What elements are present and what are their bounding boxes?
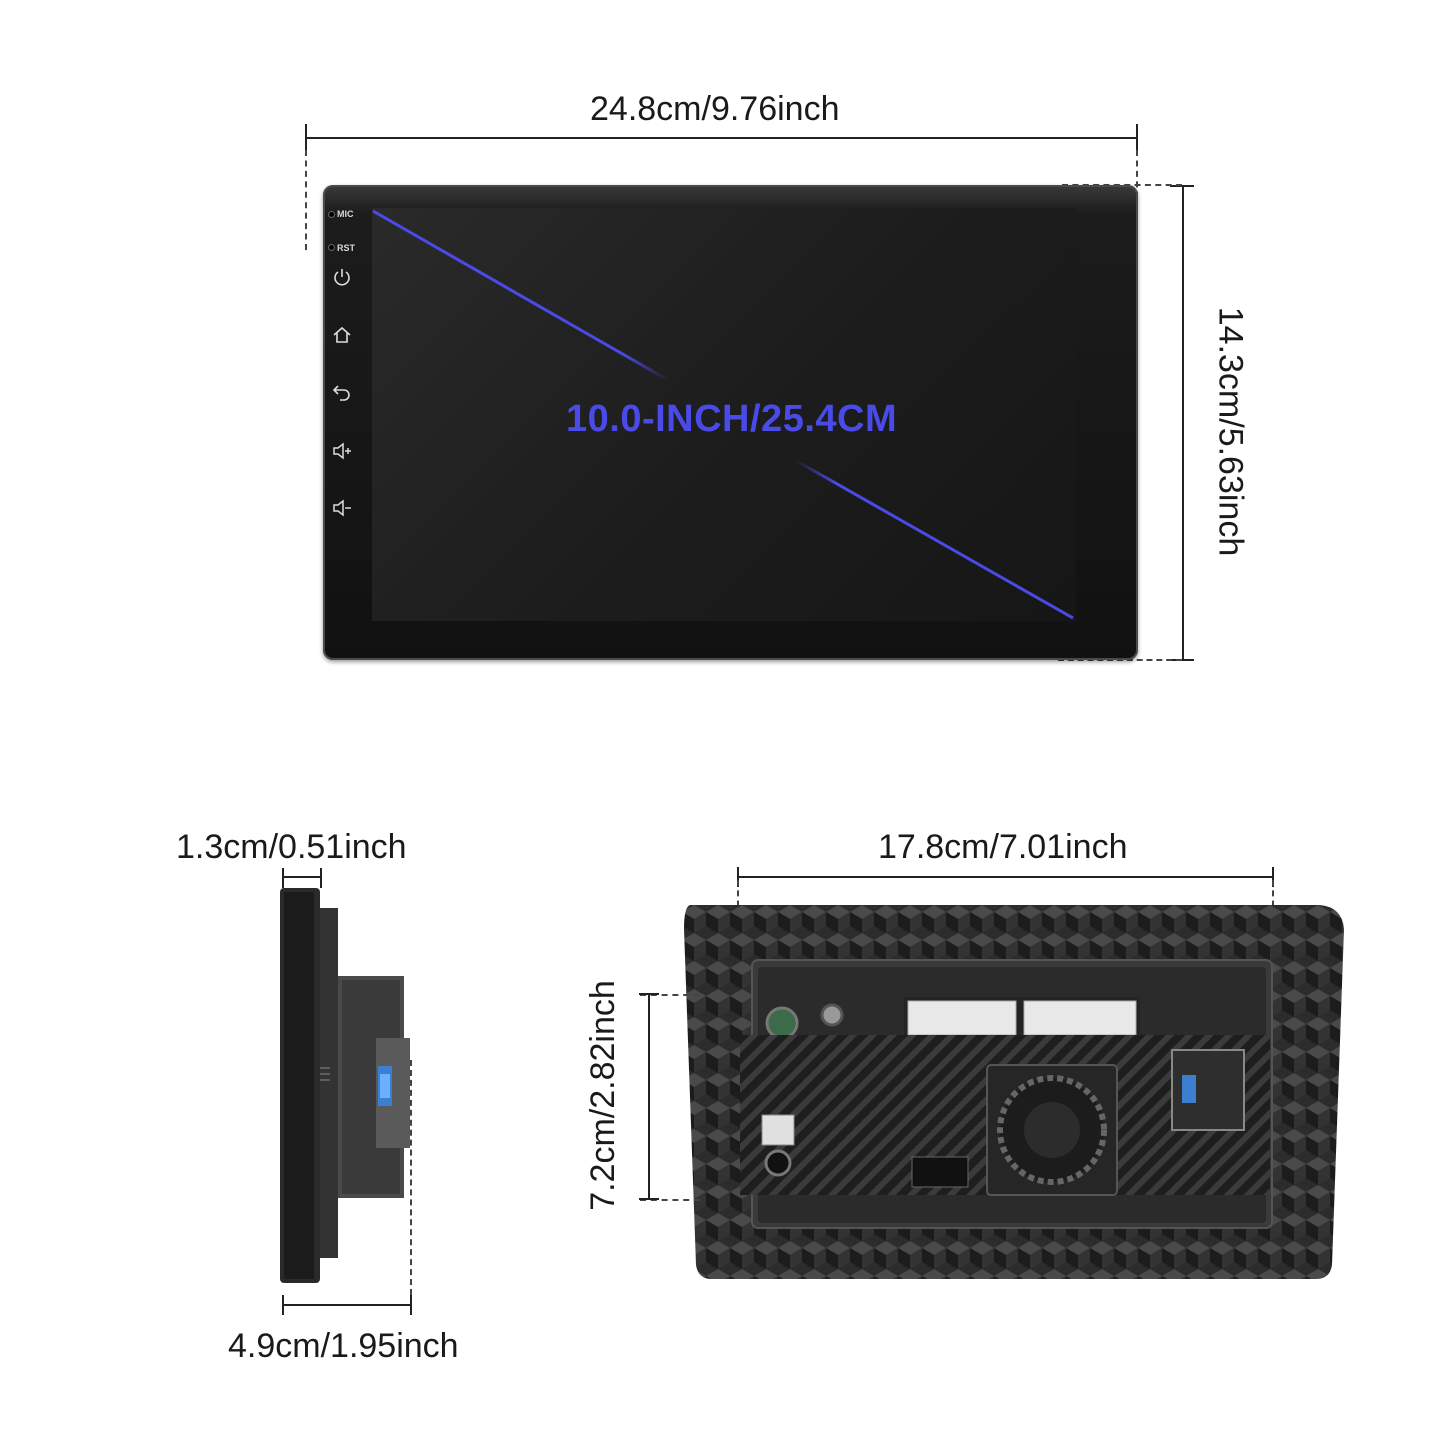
head-unit-side <box>280 888 410 1283</box>
front-width-tick-right <box>1136 124 1138 152</box>
diagonal-line-upper <box>372 209 669 382</box>
side-depth-label: 1.3cm/0.51inch <box>176 828 407 866</box>
power-icon[interactable] <box>331 266 353 288</box>
diagonal-indicator <box>372 209 1074 620</box>
front-height-guide-bottom <box>1058 659 1182 661</box>
rst-label: RST <box>337 243 355 253</box>
side-total-depth-label: 4.9cm/1.95inch <box>228 1327 459 1365</box>
rear-height-guide-top <box>640 994 700 996</box>
rear-height-line <box>648 994 650 1199</box>
volume-down-icon[interactable] <box>331 497 353 519</box>
front-width-label: 24.8cm/9.76inch <box>590 90 840 128</box>
mic-hole <box>328 211 335 218</box>
front-height-tick-bottom <box>1170 659 1194 661</box>
rear-height-tick-bottom <box>639 1198 659 1200</box>
diagonal-line-lower <box>794 458 1074 620</box>
reset-hole[interactable] <box>328 244 335 251</box>
front-width-guide-left <box>305 150 307 250</box>
diagonal-size-label: 10.0-INCH/25.4CM <box>566 398 898 440</box>
side-depth-line <box>283 876 321 878</box>
rear-width-tick-left <box>737 867 739 887</box>
rear-height-label: 7.2cm/2.82inch <box>583 980 622 1211</box>
rear-width-tick-right <box>1272 867 1274 887</box>
mic-label: MIC <box>337 209 354 219</box>
side-total-line <box>283 1304 411 1306</box>
front-width-line <box>305 137 1138 139</box>
side-depth-tick-right <box>320 868 322 888</box>
side-total-tick-left <box>282 1295 284 1315</box>
front-width-tick-left <box>305 124 307 152</box>
rear-width-line <box>738 876 1273 878</box>
front-height-tick-top <box>1170 185 1194 187</box>
back-icon[interactable] <box>331 381 353 403</box>
rear-height-tick-top <box>639 993 659 995</box>
volume-up-icon[interactable] <box>331 440 353 462</box>
side-total-guide-right <box>410 1060 412 1295</box>
front-height-line <box>1182 185 1184 660</box>
home-icon[interactable] <box>331 324 353 346</box>
head-unit-rear <box>684 905 1344 1279</box>
side-depth-tick-left <box>282 868 284 888</box>
side-total-tick-right <box>410 1295 412 1315</box>
rear-height-guide-bottom <box>640 1199 700 1201</box>
rear-width-label: 17.8cm/7.01inch <box>878 828 1128 866</box>
